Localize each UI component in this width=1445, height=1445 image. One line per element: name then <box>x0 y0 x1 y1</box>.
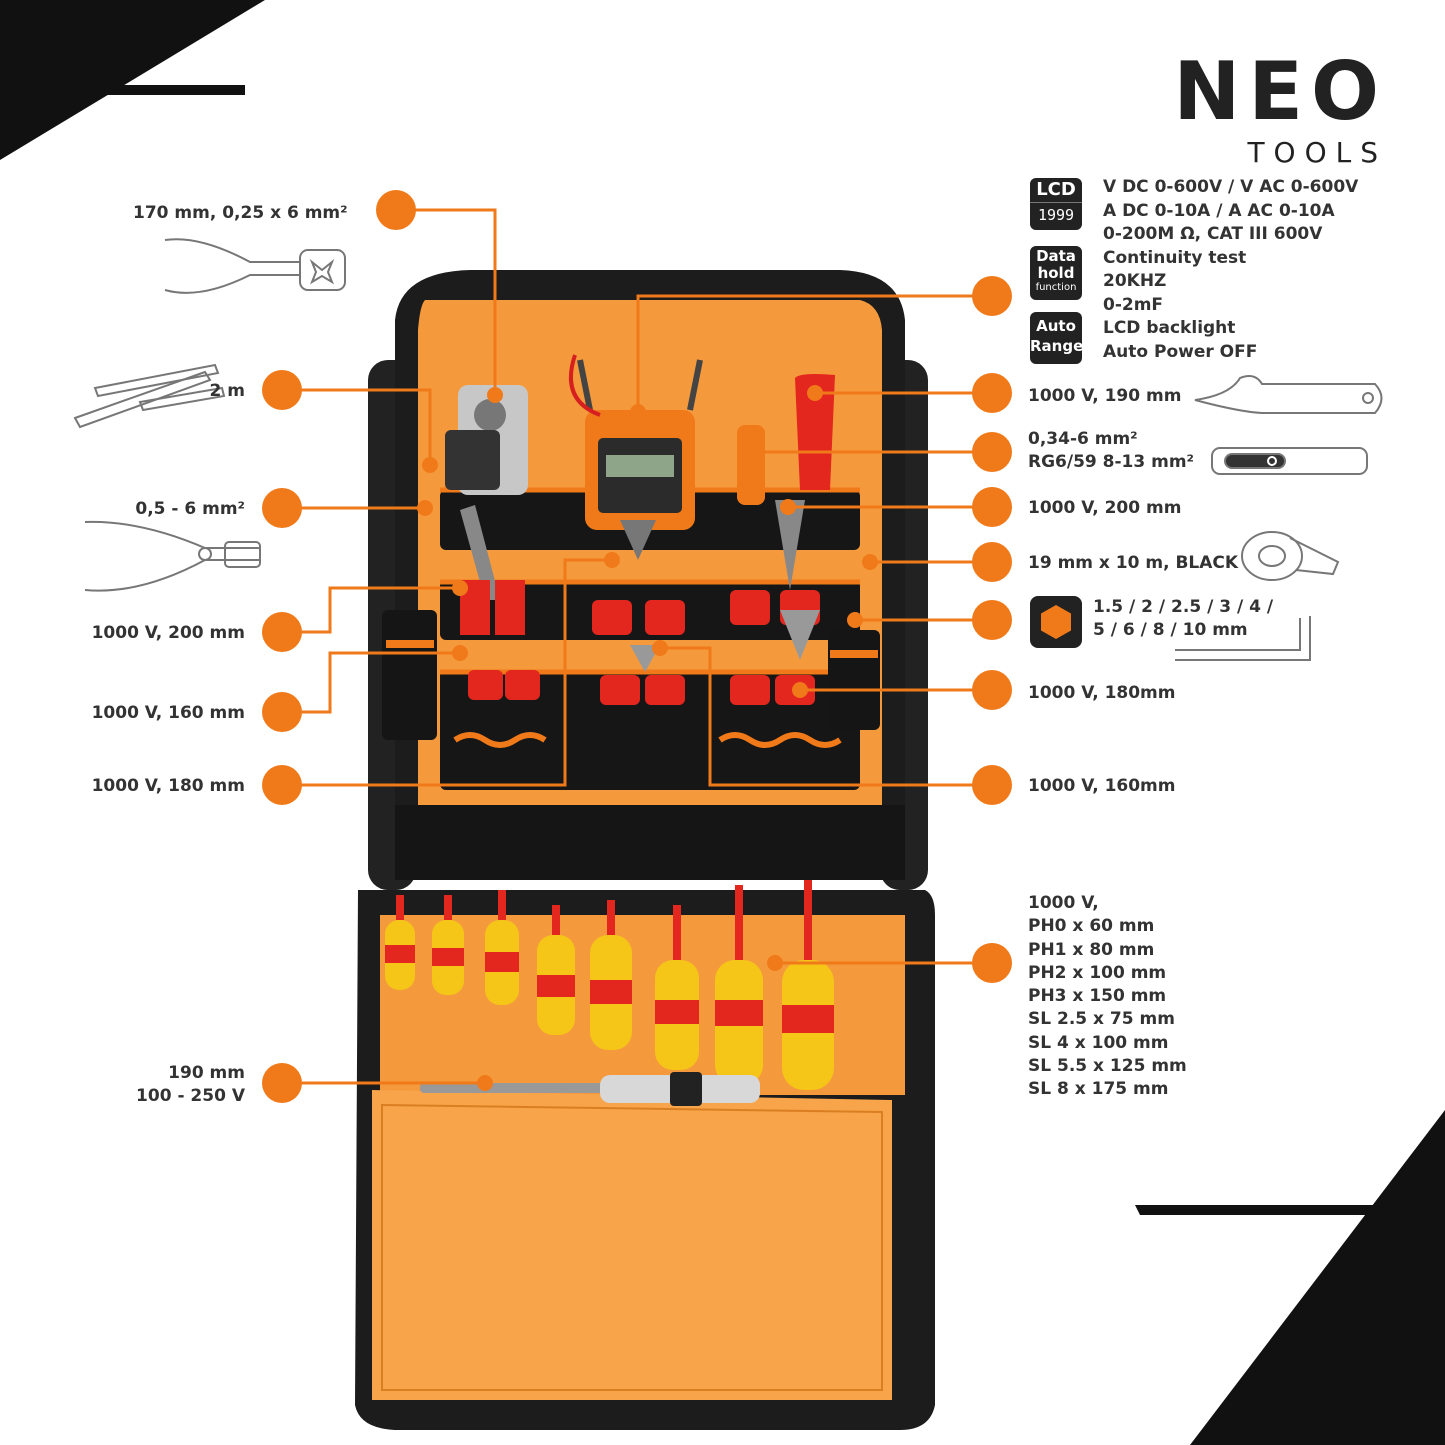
screwdriver-spec: SL 2.5 x 75 mm <box>1028 1009 1175 1030</box>
brand-subtitle: TOOLS <box>1247 136 1387 169</box>
callout-dot-ruler <box>262 370 302 410</box>
voltage-tester-range: 100 - 250 V <box>136 1085 245 1106</box>
corner-shard-bottom-right-stripe <box>1135 1205 1445 1215</box>
spec-line: V DC 0-600V / V AC 0-600V <box>1103 177 1359 197</box>
hex-key-sizes-line2: 5 / 6 / 8 / 10 mm <box>1093 620 1248 640</box>
callout-dot-knife <box>972 373 1012 413</box>
spec-line: Continuity test <box>1103 247 1247 268</box>
screwdriver-spec: SL 8 x 175 mm <box>1028 1079 1169 1100</box>
screwdriver-spec: PH1 x 80 mm <box>1028 939 1155 960</box>
callout-dot-cutter <box>972 670 1012 710</box>
hex-key-badge-icon <box>1030 596 1082 648</box>
corner-shard-bottom-right <box>1190 1110 1445 1445</box>
corner-shard-top-left <box>0 0 265 160</box>
callout-lines <box>290 208 990 1085</box>
coax-stripper-cable: RG6/59 8-13 mm² <box>1028 451 1194 472</box>
wire-stripper-icon <box>84 520 261 592</box>
screwdriver-spec: SL 5.5 x 125 mm <box>1028 1056 1187 1077</box>
spec-line: Auto Power OFF <box>1103 341 1258 362</box>
screwdriver-small-in-bag <box>737 425 765 505</box>
multimeter-in-bag <box>568 354 703 530</box>
crimper-in-bag <box>445 385 528 495</box>
callout-dot-coax <box>972 432 1012 472</box>
screwdriver-specs: 1000 V, PH0 x 60 mm PH1 x 80 mm PH2 x 10… <box>1028 892 1187 1102</box>
screwdriver-spec: PH0 x 60 mm <box>1028 916 1155 937</box>
coax-stripper-label: 0,34-6 mm² RG6/59 8-13 mm² <box>1028 428 1194 474</box>
folding-ruler-icon <box>73 363 226 429</box>
spec-line: 0-2mF <box>1103 294 1164 315</box>
round-nose-pliers-label: 1000 V, 160 mm <box>91 703 245 723</box>
callout-dot-diagonal <box>972 765 1012 805</box>
voltage-tester-length: 190 mm <box>168 1063 245 1083</box>
lcd-badge-icon: LCD 1999 <box>1030 178 1082 230</box>
callout-dot-bent-nose <box>972 487 1012 527</box>
data-hold-badge-icon: Data hold function <box>1030 246 1082 300</box>
callout-dot-crimper <box>376 190 416 230</box>
ruler-label: 2 m <box>209 381 245 401</box>
callout-dot-combination <box>262 765 302 805</box>
callout-dot-tape <box>972 542 1012 582</box>
spec-line: 20KHZ <box>1103 271 1167 291</box>
crimper-label: 170 mm, 0,25 x 6 mm² <box>133 203 348 223</box>
screwdriver-spec: 1000 V, <box>1028 893 1099 913</box>
callout-dots <box>262 190 1012 1103</box>
cable-knife-icon <box>1194 375 1383 414</box>
screwdriver-row-in-bag <box>385 880 834 1090</box>
brand-logo: NEO TOOLS <box>1173 45 1387 170</box>
screwdriver-spec: SL 4 x 100 mm <box>1028 1032 1169 1053</box>
auto-range-badge-icon: Auto Range <box>1030 312 1083 364</box>
callout-dot-screwdrivers <box>972 943 1012 983</box>
cutter-label: 1000 V, 180mm <box>1028 683 1176 703</box>
brand-name: NEO <box>1173 45 1387 138</box>
combination-pliers-label: 1000 V, 180 mm <box>91 776 245 796</box>
callout-dot-multimeter <box>972 276 1012 316</box>
callout-dot-long-nose <box>262 612 302 652</box>
coax-stripper-range: 0,34-6 mm² <box>1028 429 1138 449</box>
voltage-tester-in-bag <box>420 1072 760 1106</box>
insulated-knife-in-bag <box>795 374 835 490</box>
diagonal-cutter-label: 1000 V, 160mm <box>1028 776 1176 796</box>
hex-key-sizes: 1.5 / 2 / 2.5 / 3 / 4 / 5 / 6 / 8 / 10 m… <box>1093 596 1273 642</box>
pliers-set-in-bag <box>460 500 820 705</box>
callout-dot-round-nose <box>262 692 302 732</box>
corner-shard-top-left-stripe <box>20 85 245 95</box>
hex-key-icon <box>1175 616 1311 661</box>
stripper-label: 0,5 - 6 mm² <box>135 499 245 519</box>
long-nose-pliers-label: 1000 V, 200 mm <box>91 623 245 643</box>
multimeter-specs: V DC 0-600V / V AC 0-600V A DC 0-10A / A… <box>1103 176 1358 364</box>
spec-line: 0-200M Ω, CAT III 600V <box>1103 224 1323 244</box>
callout-dot-tester <box>262 1063 302 1103</box>
crimper-icon <box>164 238 346 294</box>
tape-roll-icon <box>1241 531 1340 581</box>
screwdriver-spec: PH2 x 100 mm <box>1028 962 1167 983</box>
callout-dot-hex <box>972 600 1012 640</box>
coax-stripper-icon <box>1211 447 1368 475</box>
bent-nose-pliers-label: 1000 V, 200 mm <box>1028 498 1182 518</box>
hex-key-sizes-line1: 1.5 / 2 / 2.5 / 3 / 4 / <box>1093 597 1274 617</box>
spec-line: LCD backlight <box>1103 318 1236 338</box>
voltage-tester-label: 190 mm 100 - 250 V <box>136 1062 245 1108</box>
spec-line: A DC 0-10A / A AC 0-10A <box>1103 200 1335 221</box>
screwdriver-spec: PH3 x 150 mm <box>1028 986 1167 1007</box>
callout-dot-stripper <box>262 488 302 528</box>
cable-knife-label: 1000 V, 190 mm <box>1028 386 1182 406</box>
insulating-tape-label: 19 mm x 10 m, BLACK <box>1028 553 1239 573</box>
